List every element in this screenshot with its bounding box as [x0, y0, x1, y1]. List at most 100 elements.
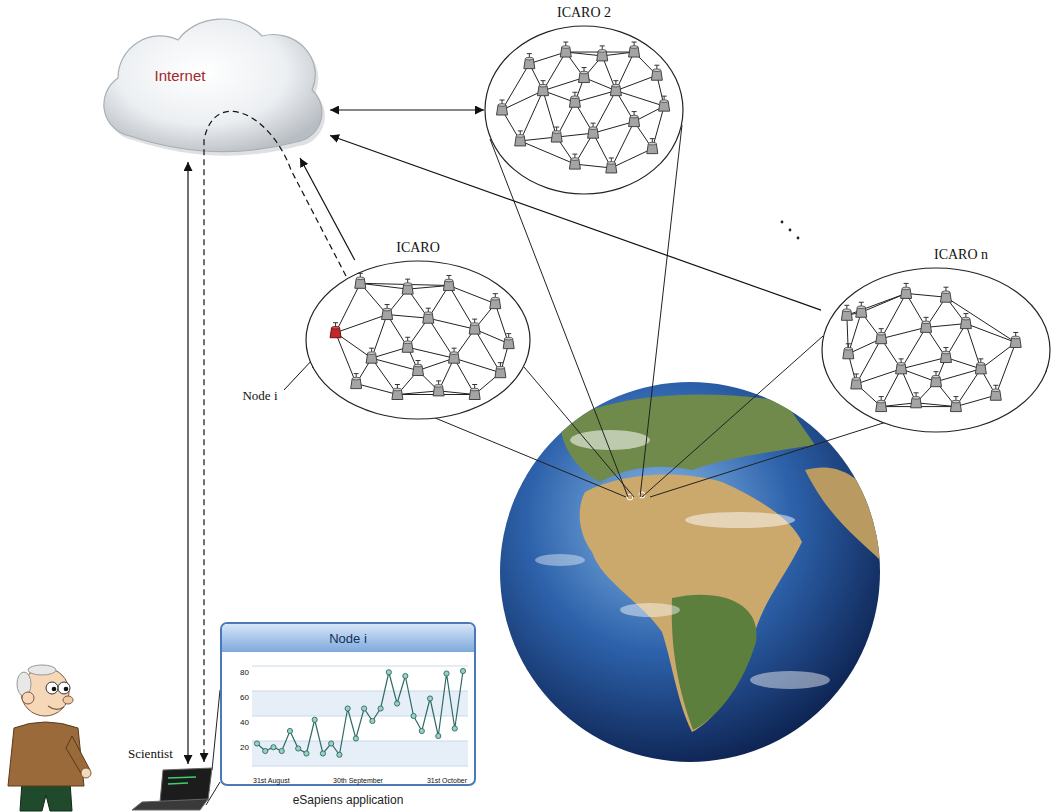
screen-line [168, 783, 188, 784]
network-boundary [485, 26, 683, 194]
antenna [426, 308, 431, 309]
globe [500, 382, 880, 762]
text-holder: Node i [242, 386, 277, 404]
chart-band [252, 691, 468, 716]
data-point [378, 706, 383, 711]
data-point [460, 668, 465, 673]
title-bar [222, 624, 474, 652]
antenna [354, 373, 359, 374]
sensor-node [841, 305, 852, 320]
antenna [395, 384, 400, 385]
hair [28, 665, 56, 675]
network-heading: ICARO n [934, 247, 988, 263]
internet-laptop-link [187, 162, 188, 764]
node-top [571, 158, 579, 161]
node-top [952, 400, 960, 403]
antenna [416, 360, 421, 361]
sensor-node [538, 81, 549, 96]
sensor-node [560, 42, 571, 57]
sensor-node [940, 287, 951, 302]
antenna [518, 130, 523, 131]
sensor-network: ICARO n [821, 267, 1051, 433]
network-boundary [306, 261, 530, 419]
sensor-node [629, 42, 640, 57]
node-top [471, 388, 479, 391]
node-top [857, 306, 865, 309]
sensor-node [366, 348, 377, 363]
data-point [427, 696, 432, 701]
network-heading: ICARO [396, 240, 440, 256]
ear [22, 692, 34, 704]
data-point [304, 751, 309, 756]
sensor-node [524, 54, 535, 69]
antenna [1013, 332, 1018, 333]
sensor-node [1010, 332, 1021, 347]
sensor-node [497, 100, 508, 115]
sensor-nodes [330, 273, 514, 399]
sensor-nodes [497, 42, 670, 173]
sensor-node [402, 279, 413, 294]
sensor-node [495, 363, 506, 378]
mesh-links [336, 283, 509, 394]
sensor-node [569, 154, 580, 169]
antenna [650, 138, 655, 139]
cloud-band [685, 512, 795, 528]
sensor-node [382, 305, 393, 320]
network-link [330, 136, 821, 311]
text-holder: ICARO n [934, 245, 988, 263]
mouth [48, 706, 64, 709]
network-link [330, 109, 484, 110]
sensor-node [588, 123, 599, 138]
data-point [411, 713, 416, 718]
node-top [843, 309, 851, 312]
data-point [320, 751, 325, 756]
sensor-node [579, 68, 590, 83]
cone-line [524, 367, 634, 497]
data-point [296, 746, 301, 751]
sensor-node [515, 131, 526, 146]
arabia-land [805, 467, 880, 560]
antenna [506, 333, 511, 334]
antenna [452, 348, 457, 349]
sensor-node [392, 385, 403, 400]
dot [789, 229, 792, 232]
mesh-links [502, 52, 664, 168]
dot [797, 237, 800, 240]
node-top [962, 317, 970, 320]
sensor-node [423, 308, 434, 323]
antenna [924, 317, 929, 318]
sensor-node [413, 361, 424, 376]
internet-cloud: Internet [90, 8, 330, 158]
sensor-node [659, 96, 670, 111]
sensor-node [597, 46, 608, 61]
antenna [472, 319, 477, 320]
network-heading: ICARO 2 [557, 5, 611, 21]
antenna [600, 45, 605, 46]
window-caption: eSapiens application [293, 794, 404, 808]
data-point [403, 673, 408, 678]
sensor-node [629, 112, 640, 127]
antenna [904, 283, 909, 284]
cloud-outline [90, 8, 330, 158]
sensor-node [469, 319, 480, 334]
ellipse-outline [821, 267, 1051, 433]
node-top [612, 84, 620, 87]
data-point [279, 748, 284, 753]
node-top [383, 308, 391, 311]
node-top [505, 337, 513, 340]
nose [63, 696, 73, 704]
antenna [859, 302, 864, 303]
antenna [879, 328, 884, 329]
antenna [527, 53, 532, 54]
node-top [922, 321, 930, 324]
antenna [993, 385, 998, 386]
node-top [498, 104, 506, 107]
sensor-node [843, 344, 854, 359]
data-point [329, 741, 334, 746]
antenna [934, 371, 939, 372]
antenna [662, 96, 667, 97]
grid-line [252, 691, 468, 692]
antenna [854, 373, 859, 374]
